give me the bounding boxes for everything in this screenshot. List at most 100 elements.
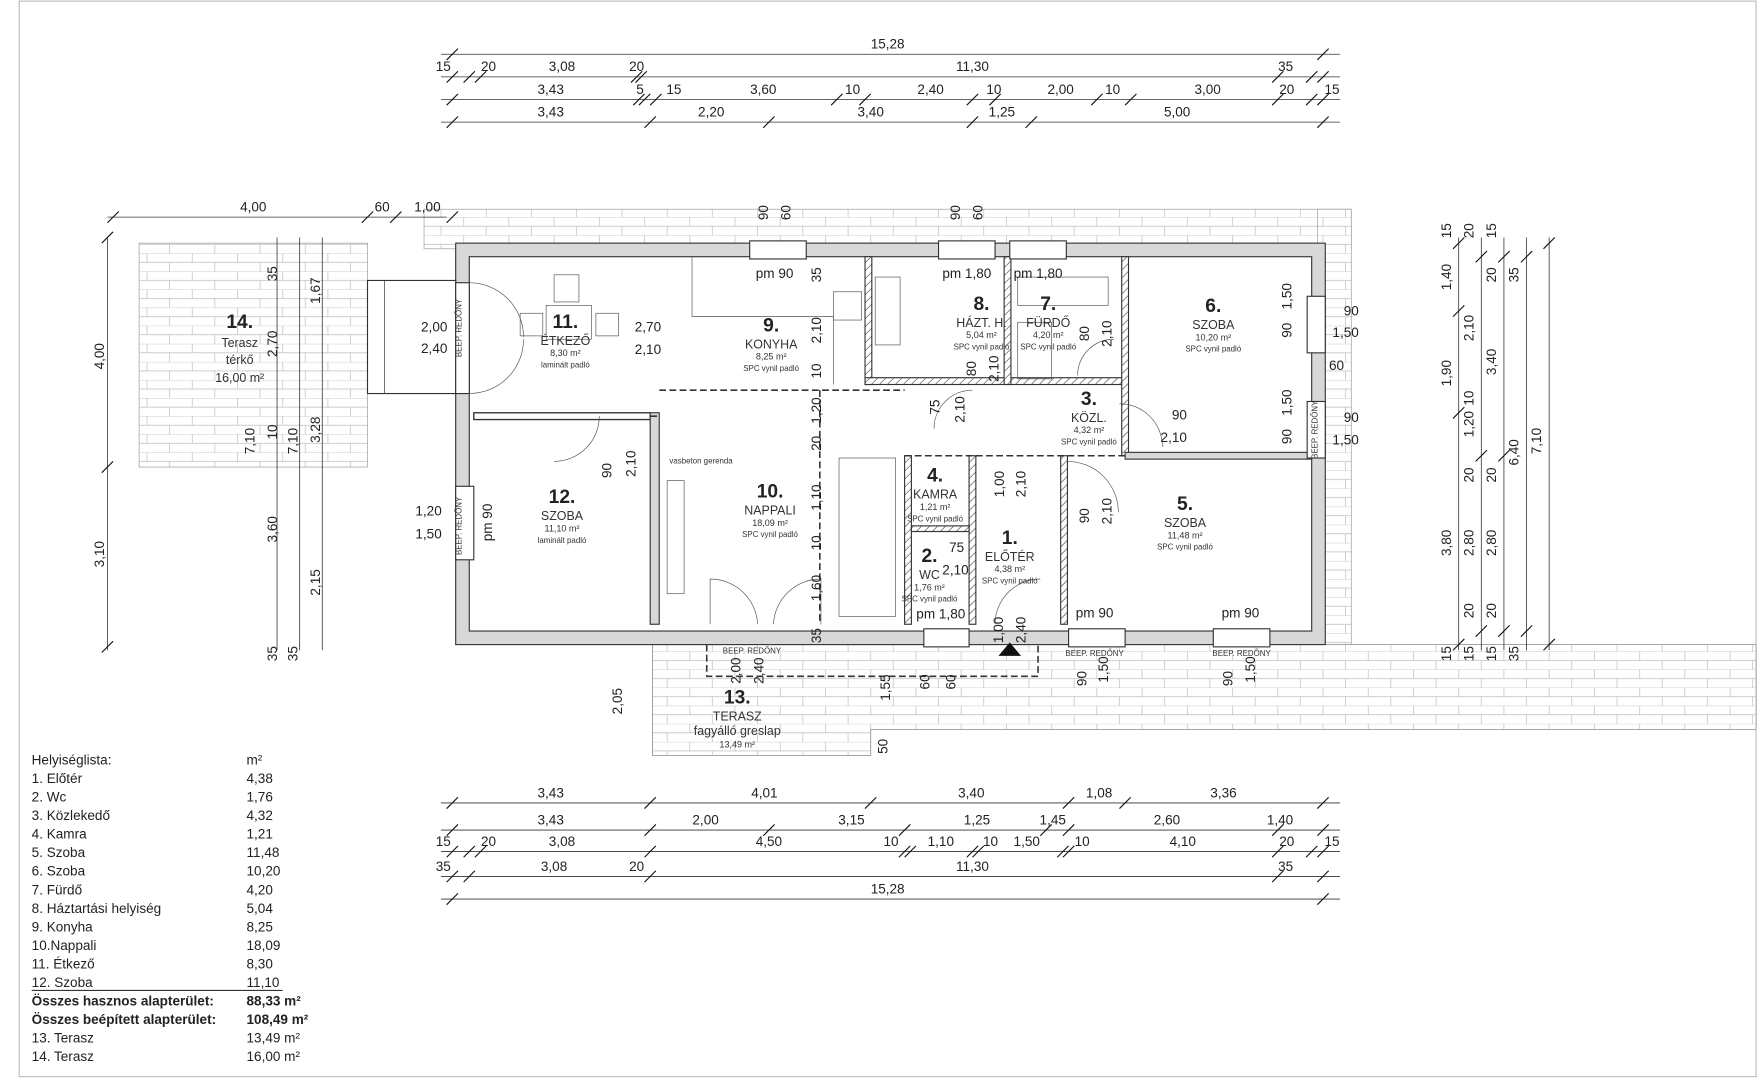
opening-label: 90 — [1221, 671, 1236, 686]
dimension-tick — [1452, 304, 1465, 318]
room-list-terrace-area: 16,00 m² — [247, 1049, 301, 1064]
opening-label: 60 — [944, 674, 959, 689]
room-area: 13,49 m² — [719, 740, 755, 750]
dimension-tick — [644, 796, 657, 809]
dimension-tick — [1025, 116, 1038, 129]
opening-label: pm 1,80 — [916, 607, 965, 622]
dimension-tick — [1316, 70, 1330, 83]
top-dimension: 3,60 — [750, 82, 776, 97]
opening-label: 2,40 — [751, 657, 766, 683]
left-dimension: 50 — [876, 739, 891, 754]
room-list-name: 5. Szoba — [32, 845, 86, 860]
opening-label: 90 — [600, 463, 615, 478]
room-list-area: 4,32 — [247, 808, 273, 823]
left-dimension: 7,10 — [285, 428, 300, 454]
room-list-terrace-name: 14. Terasz — [32, 1049, 94, 1064]
opening-label: 2,10 — [623, 450, 638, 476]
opening-label: 60 — [778, 205, 793, 220]
dimension-tick — [1271, 824, 1284, 837]
room-list-title: Helyiséglista: — [32, 752, 112, 767]
room-number: 8. — [973, 294, 989, 315]
bottom-dimension: 1,50 — [1014, 834, 1040, 849]
opening-label: pm 1,80 — [1014, 266, 1063, 281]
opening-label: BEEP. REDŐNY — [454, 298, 463, 357]
top-dimension: 2,20 — [698, 104, 724, 119]
terrace-dimension: 4,00 — [240, 199, 266, 214]
right-dimension: 20 — [1484, 267, 1499, 282]
dimension-tick — [1543, 638, 1556, 651]
right-dimension: 1,40 — [1439, 264, 1454, 290]
left-dimension: 1,55 — [878, 674, 893, 700]
room-area: 18,09 m² — [752, 518, 788, 528]
bottom-dimension: 3,36 — [1210, 785, 1236, 800]
opening-label: pm 90 — [756, 266, 794, 281]
opening-label: 2,10 — [986, 355, 1001, 381]
room-list-total-area: 88,33 m² — [247, 994, 302, 1009]
opening-label: 1,50 — [1332, 432, 1358, 447]
opening-label: BEEP. REDŐNY — [1310, 400, 1319, 459]
dimension-tick — [649, 93, 662, 106]
right-dimension: 2,80 — [1461, 530, 1476, 556]
opening-label: BEEP. REDŐNY — [1065, 649, 1124, 658]
room-name: ELŐTÉR — [985, 549, 1035, 564]
opening-label: BEEP. REDŐNY — [454, 496, 463, 555]
right-dimension: 20 — [1484, 603, 1499, 618]
bottom-dimension: 35 — [1278, 859, 1293, 874]
dimension-tick — [1119, 796, 1132, 809]
bottom-dimension: 3,08 — [541, 859, 567, 874]
top-dimension: 3,43 — [537, 104, 563, 119]
room-area: 4,32 m² — [1074, 425, 1105, 435]
bottom-dimension: 20 — [629, 859, 644, 874]
room-number: 9. — [763, 315, 779, 336]
left-dimension: 35 — [265, 266, 280, 281]
opening-label: 20 — [809, 436, 824, 451]
room-list-name: 2. Wc — [32, 790, 67, 805]
right-dimension: 1,20 — [1461, 411, 1476, 437]
terrace-13-area — [652, 644, 1757, 756]
dimension-tick — [1316, 893, 1330, 906]
room-name: Terasz — [221, 336, 258, 350]
room-list-name: 4. Kamra — [32, 827, 87, 842]
right-dimension: 15 — [1439, 223, 1454, 238]
right-dimension: 2,10 — [1461, 315, 1476, 341]
building — [366, 240, 1326, 678]
left-dimension: 3,60 — [265, 516, 280, 542]
room-number: 6. — [1205, 296, 1221, 317]
room-floor: SPC vynil padló — [982, 577, 1038, 586]
room-surface: fagyálló greslap — [694, 724, 781, 738]
left-dimension: 10 — [265, 424, 280, 439]
top-dimension: 20 — [629, 59, 644, 74]
dimension-tick — [1497, 250, 1510, 263]
bottom-dimension: 35 — [436, 859, 451, 874]
room-list-name: 10.Nappali — [32, 938, 97, 953]
dimension-tick — [830, 93, 843, 106]
dimension-tick — [389, 211, 402, 224]
opening-label: 80 — [964, 361, 979, 376]
bottom-dimension: 15 — [1325, 834, 1340, 849]
room-list-terrace-area: 13,49 m² — [247, 1031, 301, 1046]
left-dimension: 2,05 — [610, 688, 625, 714]
opening-label: 1,00 — [991, 617, 1006, 643]
bottom-dimension: 1,25 — [964, 812, 990, 827]
dimension-tick — [1475, 624, 1488, 638]
top-dimension: 15,28 — [871, 37, 905, 52]
opening-label: 2,10 — [635, 342, 661, 357]
room-list-name: 8. Háztartási helyiség — [32, 901, 162, 916]
room-list-total-name: Összes hasznos alapterület: — [32, 994, 214, 1009]
dimension-tick — [1452, 406, 1465, 419]
left-dimension: 3,28 — [308, 417, 323, 443]
dimension-tick — [1124, 93, 1137, 106]
dimension-tick — [463, 870, 476, 883]
dimension-tick — [446, 870, 459, 883]
dimension-tick — [1062, 796, 1075, 809]
dimension-tick — [446, 48, 459, 61]
left-dimension: 35 — [265, 646, 280, 661]
room-area: 4,20 m² — [1033, 330, 1064, 340]
opening-label: 90 — [1077, 508, 1092, 523]
